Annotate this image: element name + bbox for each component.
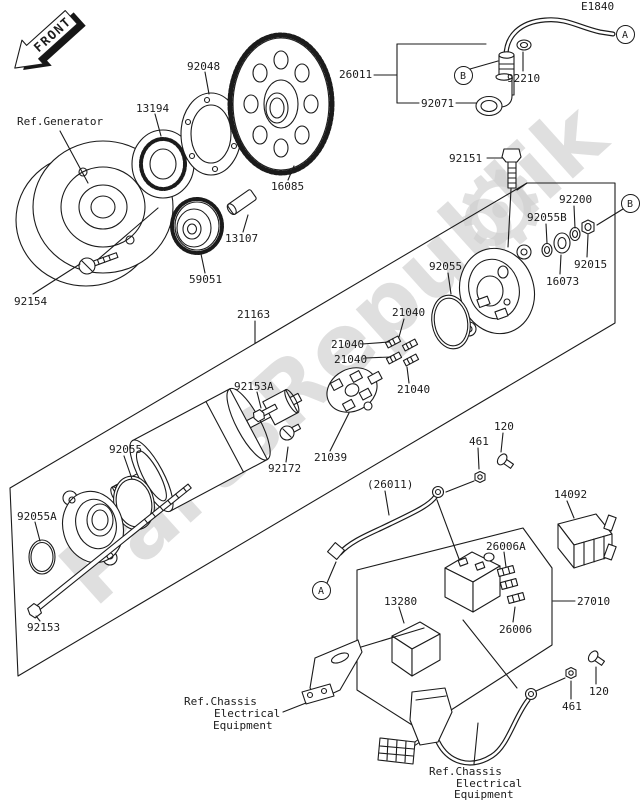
group-outline-starter-motor xyxy=(10,183,615,676)
diagram-code: E1840 xyxy=(581,0,615,13)
o-ring-92055-right-drawing xyxy=(428,273,475,352)
part-label-92210: 92210 xyxy=(507,72,541,85)
brush-springs-drawing xyxy=(362,319,419,383)
part-label-16073: 16073 xyxy=(546,275,580,288)
relay-13280-drawing xyxy=(392,607,440,676)
end-cover-drawing xyxy=(450,240,544,342)
part-label-21040: 21040 xyxy=(397,383,431,396)
part-label-92153: 92153 xyxy=(27,621,61,634)
part-label-14092: 14092 xyxy=(554,488,588,501)
view-marker-b: B xyxy=(453,65,473,85)
starter-relay-drawing xyxy=(445,552,517,688)
bolt-92151-drawing xyxy=(487,149,521,247)
part-label-26011-ref: (26011) xyxy=(367,478,414,491)
group-outline-relay-group xyxy=(357,528,552,730)
elbow-92071-drawing xyxy=(476,74,512,116)
ring-gear-16085-drawing xyxy=(230,35,332,180)
view-marker-a: A xyxy=(311,580,331,600)
part-label-21040: 21040 xyxy=(334,353,368,366)
o-ring-92055a-drawing xyxy=(29,522,55,574)
generator-flywheel-drawing xyxy=(16,131,173,286)
watermark-gear-icon: ⚙ xyxy=(452,149,549,274)
ref-chassis-label-line1: Ref.Chassis xyxy=(184,695,257,708)
part-label-26006a: 26006A xyxy=(486,540,526,553)
nut-461-top-drawing xyxy=(475,448,485,483)
fuses-drawing xyxy=(497,552,524,622)
part-label-26011: 26011 xyxy=(339,68,373,81)
view-marker-a: A xyxy=(615,24,635,44)
part-label-21040: 21040 xyxy=(331,338,365,351)
part-label-92153a: 92153A xyxy=(234,380,274,393)
ref-chassis-label-line3: Equipment xyxy=(454,788,514,800)
part-label-21040: 21040 xyxy=(392,306,426,319)
brush-holder-drawing xyxy=(319,356,390,451)
part-label-461: 461 xyxy=(469,435,489,448)
ref-generator-label: Ref.Generator xyxy=(17,115,104,128)
part-label-13194: 13194 xyxy=(136,102,170,115)
part-label-21039: 21039 xyxy=(314,451,348,464)
bolt-92153-drawing xyxy=(26,481,193,621)
part-label-27010: 27010 xyxy=(577,595,611,608)
ref-chassis-label-line2: Electrical xyxy=(456,777,523,790)
screw-92154-drawing xyxy=(33,208,158,294)
front-arrow: FRONT xyxy=(4,2,86,70)
ref-chassis-label-line3: Equipment xyxy=(213,719,273,732)
part-label-461: 461 xyxy=(562,700,582,713)
part-label-92154: 92154 xyxy=(14,295,48,308)
part-label-92055b: 92055B xyxy=(527,211,567,224)
part-label-13280: 13280 xyxy=(384,595,418,608)
view-marker-b: B xyxy=(620,193,640,213)
part-label-92071: 92071 xyxy=(421,97,455,110)
part-label-92015: 92015 xyxy=(574,258,608,271)
part-label-59051: 59051 xyxy=(189,273,223,286)
part-label-92172: 92172 xyxy=(268,462,302,475)
part-label-16085: 16085 xyxy=(271,180,305,193)
bolt-120-top-drawing xyxy=(495,433,515,471)
part-label-120: 120 xyxy=(494,420,514,433)
part-label-92151: 92151 xyxy=(449,152,483,165)
harness-drawing xyxy=(378,678,565,764)
screw-92172-drawing xyxy=(280,424,301,462)
part-label-92055a: 92055A xyxy=(17,510,57,523)
bolt-120-bottom-drawing xyxy=(586,649,606,684)
mount-bracket-drawing xyxy=(283,628,424,712)
bolt-92153a-drawing xyxy=(252,392,279,423)
part-label-120: 120 xyxy=(589,685,609,698)
ref-chassis-label-line1: Ref.Chassis xyxy=(429,765,502,778)
ref-chassis-label-line2: Electrical xyxy=(214,707,281,720)
terminal-wire-26011-drawing xyxy=(374,20,613,103)
part-label-92055: 92055 xyxy=(109,443,143,456)
clutch-13194-drawing xyxy=(132,114,194,198)
part-label-21163: 21163 xyxy=(237,308,271,321)
cover-14092-drawing xyxy=(558,501,616,568)
plate-92048-drawing xyxy=(181,72,241,175)
part-label-92200: 92200 xyxy=(559,193,593,206)
part-label-13107: 13107 xyxy=(225,232,259,245)
gear-59051-drawing xyxy=(172,199,222,273)
part-label-26006: 26006 xyxy=(499,623,533,636)
front-cover-drawing xyxy=(55,484,132,569)
pin-13107-drawing xyxy=(225,189,256,232)
nut-461-bottom-drawing xyxy=(566,668,576,700)
part-label-92048: 92048 xyxy=(187,60,221,73)
part-label-92055: 92055 xyxy=(429,260,463,273)
washer-row-drawing xyxy=(542,206,623,274)
nut-92210-drawing xyxy=(517,40,531,71)
